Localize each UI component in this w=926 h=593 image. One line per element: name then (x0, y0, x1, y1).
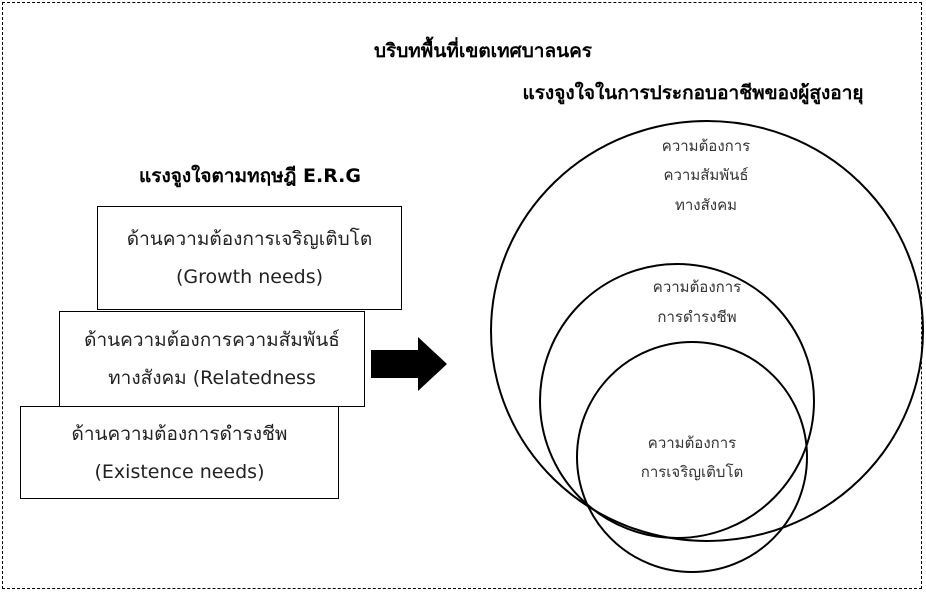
growth-needs-box: ด้านความต้องการเจริญเติบโต (Growth needs… (97, 206, 402, 310)
theory-title: แรงจูงใจตามทฤษฎี E.R.G (139, 165, 361, 187)
relatedness-needs-label-english: ทางสังคม (Relatedness (108, 367, 316, 389)
inner-circle (576, 341, 808, 573)
existence-needs-box: ด้านความต้องการดำรงชีพ (Existence needs) (20, 406, 339, 499)
outer-circle-label-1: ความต้องการ (662, 137, 750, 155)
growth-needs-label-thai: ด้านความต้องการเจริญเติบโต (126, 228, 373, 250)
middle-circle-label-2: การดำรงชีพ (657, 308, 736, 326)
inner-circle-label-2: การเจริญเติบโต (641, 463, 744, 481)
context-title: บริบทพื้นที่เขตเทศบาลนคร (373, 40, 593, 62)
relatedness-needs-label-thai: ด้านความต้องการความสัมพันธ์ (84, 329, 340, 351)
existence-needs-label-thai: ด้านความต้องการดำรงชีพ (71, 422, 288, 445)
arrow-icon (371, 337, 447, 391)
outcome-title: แรงจูงใจในการประกอบอาชีพของผู้สูงอายุ (522, 82, 864, 104)
middle-circle-label-1: ความต้องการ (653, 278, 741, 296)
inner-circle-label-1: ความต้องการ (648, 434, 736, 452)
outer-circle-label-3: ทางสังคม (675, 196, 737, 214)
existence-needs-label-english: (Existence needs) (94, 460, 265, 483)
relatedness-needs-box: ด้านความต้องการความสัมพันธ์ ทางสังคม (Re… (59, 311, 365, 407)
outer-circle (490, 120, 924, 542)
middle-circle (539, 263, 815, 539)
growth-needs-label-english: (Growth needs) (175, 266, 324, 288)
outer-circle-label-2: ความสัมพันธ์ (663, 166, 748, 184)
